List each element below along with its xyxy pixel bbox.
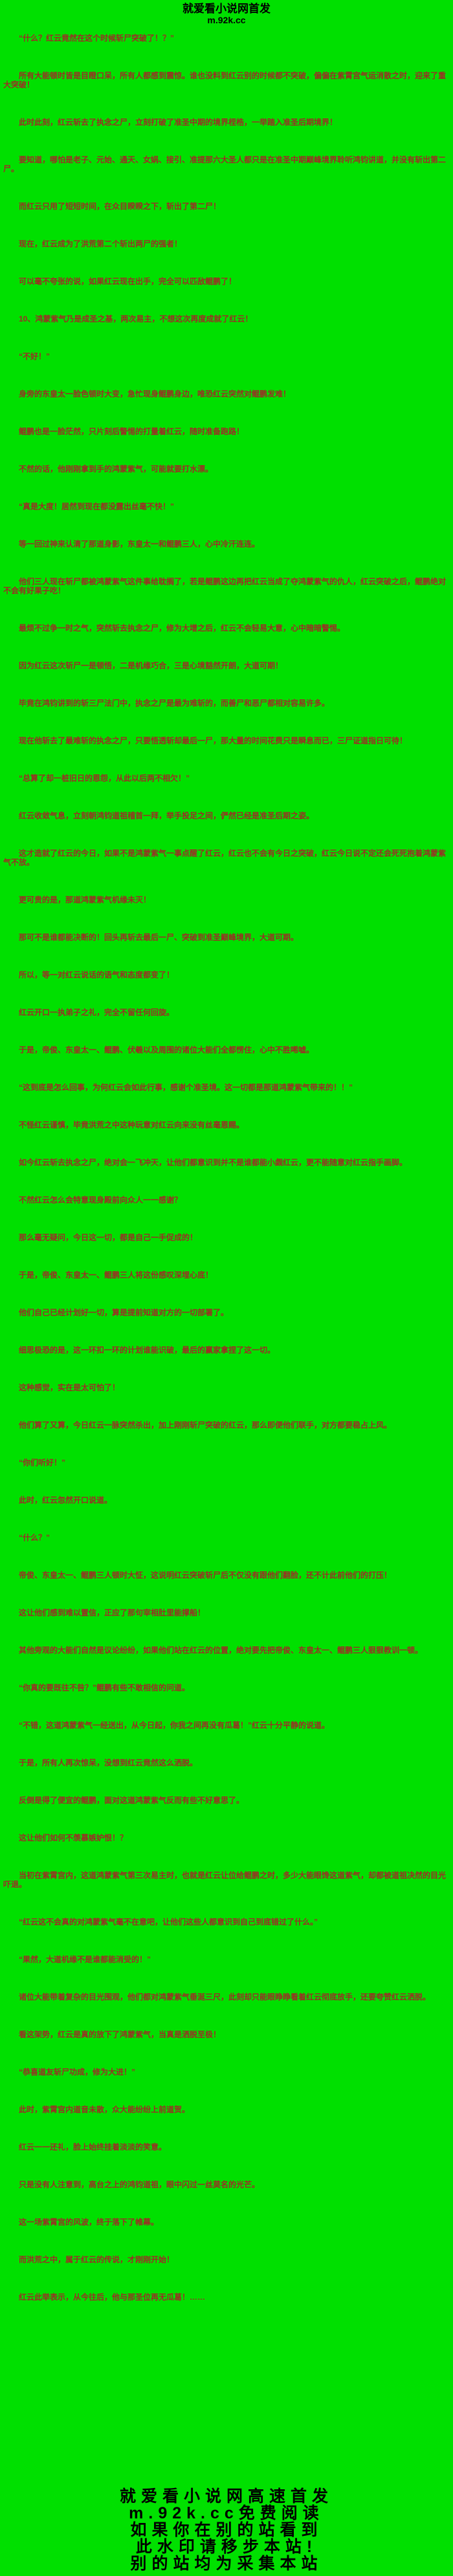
novel-paragraph: 毕竟在鸿钧讲到的斩三尸法门中，执念之尸是最为难斩的，而善尸和恶尸都相对容易许多。 bbox=[19, 699, 330, 708]
novel-paragraph: 红云收敛气息，立刻朝鸿钧道祖稽首一拜，举手投足之间，俨然已经是准圣后期之姿。 bbox=[19, 811, 315, 820]
watermark-line: 别的站均为采集本站 bbox=[130, 2555, 323, 2573]
novel-paragraph: 红云一一还礼，脸上始终挂着淡淡的笑意。 bbox=[19, 2143, 167, 2152]
novel-paragraph: “果然，大道机缘不是谁都能消受的！” bbox=[19, 1955, 151, 1964]
novel-paragraph: 于是，帝俊、东皇太一、鲲鹏、伏羲以及周围的诸位大能们全都愣住，心中不胜唏嘘。 bbox=[19, 1045, 315, 1054]
novel-paragraph: 所以，等一对红云说话的语气和态度都变了！ bbox=[19, 970, 175, 979]
novel-paragraph: 不然红云怎么会特意现身殿前向众人一一感谢？ bbox=[19, 1195, 182, 1205]
novel-paragraph: 他们自己已经计划好一切，算是提前知道对方的一切部署了。 bbox=[19, 1308, 229, 1317]
watermark-line: m.92k.cc免费阅读 bbox=[129, 2504, 324, 2522]
novel-paragraph: 身旁的东皇太一脸色顿时大变，急忙现身鲲鹏身边，唯恐红云突然对鲲鹏发难！ bbox=[19, 389, 291, 398]
novel-paragraph: 可以毫不夸张的说，如果红云现在出手，完全可以匹敌鲲鹏了！ bbox=[19, 277, 237, 286]
novel-paragraph: 红云此举表示，从今往后，他与那圣位再无瓜葛！…… bbox=[19, 2293, 206, 2302]
novel-paragraph: 10、鸿蒙紫气乃是成圣之基，两次易主，不想这次再度成就了红云！ bbox=[19, 314, 253, 323]
site-url: m.92k.cc bbox=[207, 15, 246, 25]
watermark-line: 此水印请移步本站! bbox=[135, 2538, 318, 2556]
novel-paragraph: “不好！” bbox=[19, 352, 50, 361]
novel-paragraph: 最烦不过争一时之气，突然斩去执念之尸，修为大增之后，红云不会轻易大意，心中暗暗警… bbox=[19, 624, 346, 633]
novel-paragraph: “你们听好！” bbox=[19, 1458, 66, 1467]
novel-paragraph: 这一场紫霄宫的风波，终于落下了帷幕。 bbox=[19, 2218, 159, 2227]
novel-paragraph: “这到底是怎么回事，为何红云会如此行事，感谢个准圣境。这一切都是那道鸿蒙紫气带来… bbox=[19, 1083, 353, 1092]
watermark-line: 就爱看小说网高速首发 bbox=[119, 2487, 333, 2505]
novel-content: “什么？红云竟然在这个时候斩尸突破了！？” 所有大能顿时皆是目瞪口呆，所有人都感到… bbox=[0, 34, 453, 2330]
novel-paragraph: 此时此刻，红云斩去了执念之尸，立刻打破了准圣中期的境界桎梏，一举踏入准圣后期境界… bbox=[19, 118, 338, 127]
site-header: 就爱看小说网首发 m.92k.cc bbox=[0, 0, 453, 34]
novel-paragraph: 细思极恐的是，这一环扣一环的计划谁能识破，最后的赢家拿捏了这一切。 bbox=[19, 1346, 276, 1355]
novel-paragraph: 不然的话，他刚刚拿到手的鸿蒙紫气，可能就要打水漂。 bbox=[19, 464, 214, 474]
novel-paragraph: 此时，红云忽然开口说道。 bbox=[19, 1496, 113, 1505]
novel-paragraph: 帝俊、东皇太一、鲲鹏三人顿时大怔，这说明红云突破斩尸后不仅没有跟他们翻脸，还不计… bbox=[19, 1571, 392, 1580]
novel-paragraph: “总算了却一桩旧日的恩怨，从此以后两不相欠！” bbox=[19, 774, 190, 783]
novel-paragraph: 不怪红云谨慎，毕竟洪荒之中这种玩意对红云向来没有丝毫恩赐。 bbox=[19, 1120, 245, 1130]
novel-paragraph: 看这架势，红云是真的放下了鸿蒙紫气，当真是洒脱至极！ bbox=[19, 2030, 221, 2039]
novel-paragraph: 更可贵的是，那道鸿蒙紫气机缘未灭！ bbox=[19, 895, 151, 904]
novel-paragraph: 要知道，哪怕是老子、元始、通天、女娲、接引、准提那六大圣人都只是在准圣中期巅峰境… bbox=[3, 155, 447, 173]
novel-paragraph: 这才造就了红云的今日，如果不是鸿蒙紫气一事点醒了红云，红云也不会有今日之突破，红… bbox=[3, 849, 447, 867]
novel-paragraph: 因为红云这次斩尸一是顿悟，二是机缘巧合，三是心境豁然开朗，大道可期！ bbox=[19, 661, 283, 670]
novel-paragraph: 只是没有人注意到，高台之上的鸿钧道祖，眼中闪过一丝莫名的光芒。 bbox=[19, 2180, 260, 2189]
novel-paragraph: 那么毫无疑问，今日这一切，都是自己一手促成的！ bbox=[19, 1233, 198, 1242]
novel-paragraph: “不错，这道鸿蒙紫气一经送出，从今日起，你我之间再没有瓜葛！”红云十分平静的说道… bbox=[19, 1721, 330, 1730]
novel-paragraph: 此时，紫霄宫内道音未散，众大能纷纷上前道贺。 bbox=[19, 2105, 190, 2114]
novel-paragraph: 如今红云斩去执念之尸，绝对会一飞冲天，让他们都意识到并不是谁都能小觑红云，更不能… bbox=[19, 1158, 408, 1167]
novel-paragraph: 于是，帝俊、东皇太一、鲲鹏三人将这份感叹深埋心底！ bbox=[19, 1271, 214, 1280]
novel-paragraph: 当初在紫霄宫内，这道鸿蒙紫气第三次易主时，也就是红云让位给鲲鹏之时，多少大能眼馋… bbox=[3, 1871, 447, 1889]
watermark-line: 如果你在别的站看到 bbox=[130, 2521, 323, 2539]
novel-paragraph: “什么？” bbox=[19, 1533, 50, 1542]
novel-paragraph: 他们三人现在斩尸都被鸿蒙紫气这件事给耽搁了，若是鲲鹏这边再把红云当成了夺鸿蒙紫气… bbox=[3, 577, 447, 595]
novel-paragraph: 他们算了又算，今日红云一脉突然杀出，加上刚刚斩尸突破的红云，那么即便他们联手，对… bbox=[19, 1421, 392, 1430]
novel-paragraph: 现在他斩去了最难斩的执念之尸，只要悟透斩却最后一尸，那大量的时间花费只是瞬息而已… bbox=[19, 736, 408, 745]
novel-paragraph: “红云这不会真的对鸿蒙紫气毫不在意吧，让他们这些人都意识到自己到底错过了什么。” bbox=[19, 1917, 318, 1927]
novel-paragraph: 这种感觉，实在是太可怕了！ bbox=[19, 1383, 120, 1392]
novel-paragraph: 其他旁观的大能们自然是议论纷纷，如果他们站在红云的位置，绝对要先把帝俊、东皇太一… bbox=[19, 1646, 423, 1655]
novel-paragraph: 等一回过神来认清了那道身影，东皇太一和鲲鹏三人，心中冷汗连连。 bbox=[19, 540, 260, 549]
novel-paragraph: 反倒是得了便宜的鲲鹏，面对这道鸿蒙紫气反而有些不好意思了。 bbox=[19, 1796, 245, 1805]
site-title: 就爱看小说网首发 bbox=[182, 3, 271, 15]
novel-paragraph: 诸位大能带着复杂的目光围观，他们都对鸿蒙紫气垂涎三尺，此刻却只能眼睁睁看着红云彻… bbox=[19, 1992, 431, 2002]
novel-paragraph: 现在，红云成为了洪荒第二个斩出两尸的强者！ bbox=[19, 239, 182, 248]
novel-paragraph: 所有大能顿时皆是目瞪口呆，所有人都感到震惊。谁也没料到红云别的时候都不突破，偏偏… bbox=[3, 71, 447, 89]
novel-paragraph: 那可不是谁都能决断的！回头再斩去最后一尸、突破到准圣巅峰境界，大道可期。 bbox=[19, 933, 299, 942]
novel-paragraph: 鲲鹏也是一脸茫然，只片刻后警惕的打量着红云，随时准备跑路！ bbox=[19, 427, 245, 436]
novel-paragraph: “你真的要既往不咎？”鲲鹏有些不敢相信的问道。 bbox=[19, 1683, 190, 1692]
novel-paragraph: “真是大度！居然到现在都没露出丝毫不快！” bbox=[19, 502, 175, 511]
novel-paragraph: 于是，所有人再次惊呆，没想到红云竟然这么洒脱。 bbox=[19, 1758, 198, 1767]
novel-paragraph: “什么？红云竟然在这个时候斩尸突破了！？” bbox=[19, 34, 175, 43]
novel-paragraph: 而红云只用了短短时间，在众目睽睽之下，斩出了第二尸！ bbox=[19, 202, 221, 211]
novel-paragraph: 这让他们如何不羡慕嫉妒恨！？ bbox=[19, 1833, 128, 1842]
novel-paragraph: 这让他们感到难以置信，正应了那句宰相肚里能撑船！ bbox=[19, 1608, 206, 1617]
novel-paragraph: 而洪荒之中，属于红云的传说，才刚刚开始！ bbox=[19, 2255, 175, 2264]
novel-paragraph: “恭喜道友斩尸功成，修为大进！” bbox=[19, 2068, 136, 2077]
novel-paragraph: 红云开口一执弟子之礼，完全不留任何回旋。 bbox=[19, 1008, 175, 1017]
